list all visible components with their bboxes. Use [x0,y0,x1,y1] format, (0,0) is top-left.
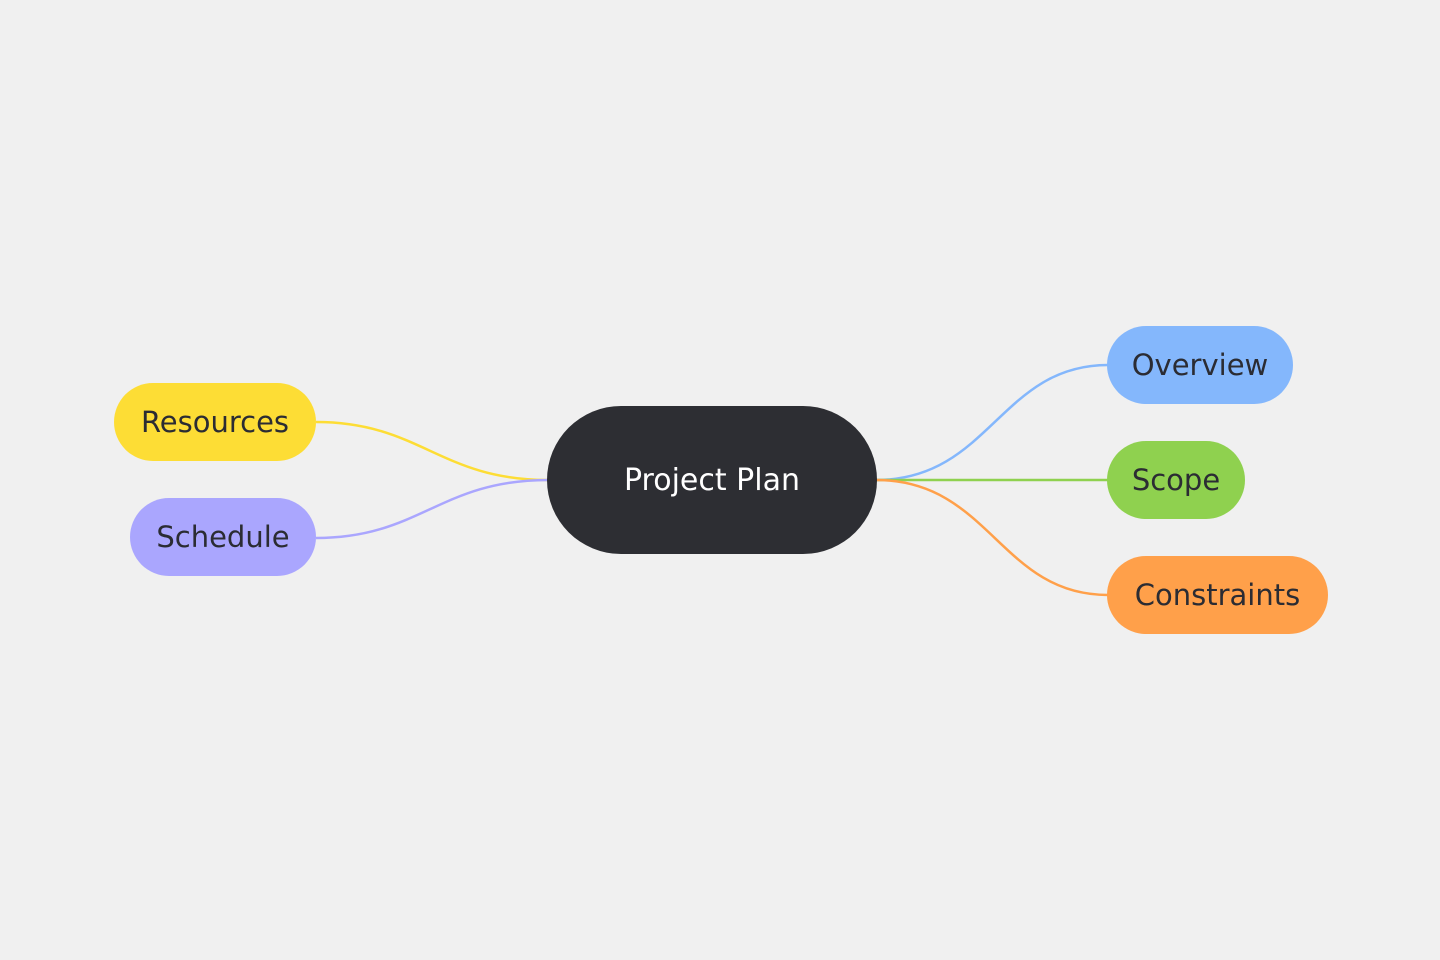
edge-resources [315,420,549,482]
node-label: Overview [1131,348,1269,382]
root-node-label: Project Plan [623,462,800,498]
node-schedule[interactable]: Schedule [130,498,316,576]
node-constraints[interactable]: Constraints [1107,556,1328,634]
node-overview[interactable]: Overview [1107,326,1293,404]
node-label: Schedule [156,520,290,554]
root-node-project-plan[interactable]: Project Plan [547,406,877,554]
node-label: Scope [1131,463,1221,497]
edge-constraints [875,478,1109,597]
node-label: Resources [140,405,290,439]
node-scope[interactable]: Scope [1107,441,1245,519]
edge-schedule [315,478,549,540]
node-label: Constraints [1134,578,1301,612]
node-resources[interactable]: Resources [114,383,316,461]
edge-overview [875,363,1109,482]
